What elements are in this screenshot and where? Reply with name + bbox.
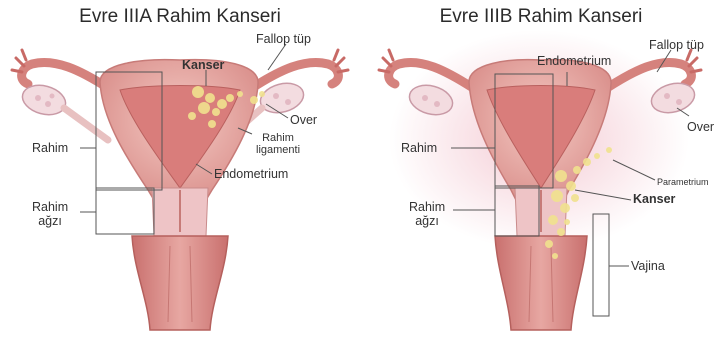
fallopian-tube-label: Fallop tüp xyxy=(649,38,704,52)
cancer-label: Kanser xyxy=(633,192,675,206)
endometrium-label: Endometrium xyxy=(214,167,288,181)
cancer-label: Kanser xyxy=(182,58,224,72)
uterine-ligament-label: Rahim ligamenti xyxy=(256,132,300,156)
endometrium-label: Endometrium xyxy=(537,54,611,68)
fallopian-tube-label: Fallop tüp xyxy=(256,32,311,46)
ovary-label: Over xyxy=(290,113,317,127)
parametrium-label: Parametrium xyxy=(657,175,709,189)
vagina-label: Vajina xyxy=(631,259,665,273)
cervix-label: Rahim ağzı xyxy=(409,200,445,228)
stage-iiib-panel: Evre IIIB Rahim Kanseri xyxy=(361,0,721,355)
uterus-label: Rahim xyxy=(401,141,437,155)
stage-iiia-panel: Evre IIIA Rahim Kanseri xyxy=(0,0,360,355)
uterine-ligament-label-line1: Rahim xyxy=(256,132,300,144)
cervix-label-line2: ağzı xyxy=(409,214,445,228)
uterus-label: Rahim xyxy=(32,141,68,155)
cervix-label-line1: Rahim xyxy=(409,200,445,214)
cervix-label-line1: Rahim xyxy=(32,200,68,214)
uterine-ligament-label-line2: ligamenti xyxy=(256,144,300,156)
stage-iiia-uterus-illustration xyxy=(0,0,360,355)
cervix-label-line2: ağzı xyxy=(32,214,68,228)
ovary-label: Over xyxy=(687,120,714,134)
cervix-label: Rahim ağzı xyxy=(32,200,68,228)
